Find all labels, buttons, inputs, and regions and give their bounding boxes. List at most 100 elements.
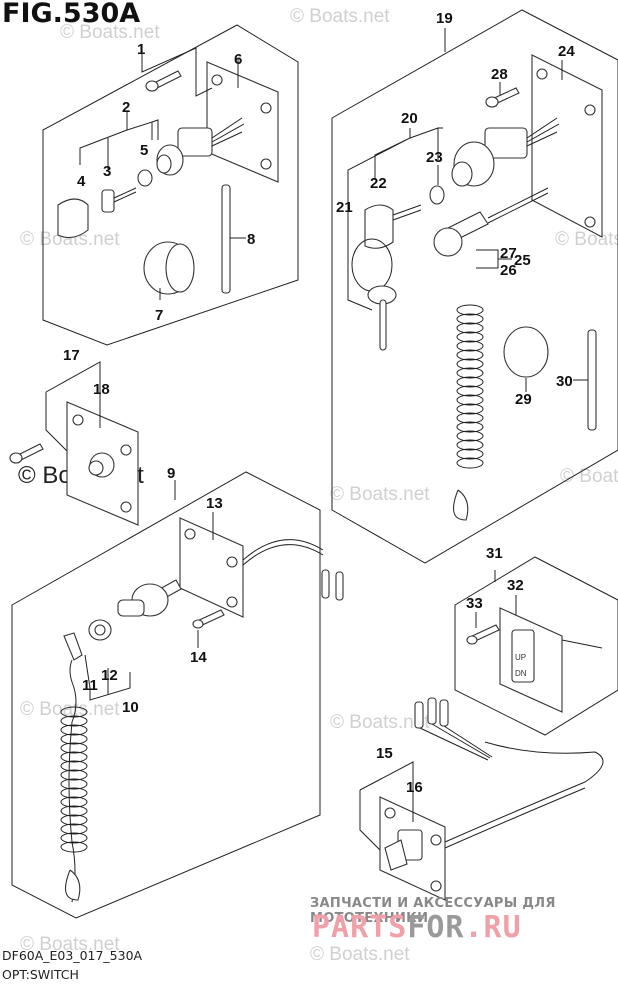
callout-33[interactable]: 33 bbox=[466, 595, 483, 612]
callout-1[interactable]: 1 bbox=[137, 41, 145, 58]
callout-4[interactable]: 4 bbox=[77, 173, 86, 190]
callout-13[interactable]: 13 bbox=[206, 495, 223, 512]
coil-loop bbox=[456, 331, 484, 343]
panel-plate-6 bbox=[206, 61, 279, 183]
coil-loop bbox=[456, 448, 484, 460]
callout-2[interactable]: 2 bbox=[122, 99, 130, 116]
coil-lanyard-10 bbox=[60, 706, 88, 853]
figure-title: FIG.530A bbox=[2, 0, 141, 29]
coil-loop bbox=[456, 349, 484, 361]
callout-25[interactable]: 25 bbox=[514, 252, 531, 269]
callout-20[interactable]: 20 bbox=[401, 110, 418, 127]
key-3 bbox=[101, 189, 115, 213]
coil-loop bbox=[60, 760, 88, 772]
figure-code: DF60A_E03_017_530A bbox=[2, 948, 143, 963]
callout-27[interactable]: 27 bbox=[500, 245, 517, 262]
ad-brand-part3: .RU bbox=[464, 910, 522, 945]
group-19-frame bbox=[331, 9, 618, 564]
callout-14[interactable]: 14 bbox=[190, 649, 207, 666]
group-31-trim-switch: UP DN 31 32 33 bbox=[454, 545, 618, 736]
panel-plate-13 bbox=[179, 517, 244, 618]
coil-loop bbox=[60, 787, 88, 799]
callout-11[interactable]: 11 bbox=[82, 677, 98, 694]
watermark: © Boats.net bbox=[330, 712, 430, 733]
ignition-switch bbox=[177, 127, 213, 157]
group-1-frame bbox=[42, 24, 299, 346]
callout-28[interactable]: 28 bbox=[491, 66, 508, 83]
callout-18[interactable]: 18 bbox=[93, 381, 110, 398]
coil-loop bbox=[456, 412, 484, 424]
watermark: © Boats.net bbox=[20, 699, 120, 720]
ad-brand-part1: PARTS bbox=[312, 910, 408, 945]
coil-loop bbox=[456, 322, 484, 334]
callout-8[interactable]: 8 bbox=[247, 231, 255, 248]
callout-19[interactable]: 19 bbox=[436, 10, 453, 27]
coil-loop bbox=[456, 367, 484, 379]
callout-21[interactable]: 21 bbox=[336, 199, 353, 216]
callout-9[interactable]: 9 bbox=[167, 465, 175, 482]
callout-16[interactable]: 16 bbox=[406, 779, 423, 796]
cable-tie-30 bbox=[587, 329, 597, 431]
callout-23[interactable]: 23 bbox=[426, 149, 443, 166]
lanyard-hook bbox=[64, 869, 81, 901]
coil-loop bbox=[60, 724, 88, 736]
group-9-frame bbox=[11, 471, 321, 919]
clip-11 bbox=[63, 632, 83, 661]
coil-loop bbox=[60, 796, 88, 808]
label-dn: DN bbox=[515, 669, 527, 678]
panel-plate-24 bbox=[531, 54, 603, 238]
coil-loop bbox=[60, 823, 88, 835]
coil-loop bbox=[456, 358, 484, 370]
coil-loop bbox=[456, 430, 484, 442]
callout-17[interactable]: 17 bbox=[63, 347, 80, 364]
coil-loop bbox=[60, 706, 88, 718]
coil-loop bbox=[456, 304, 484, 316]
coil-loop bbox=[456, 403, 484, 415]
coil-loop bbox=[456, 313, 484, 325]
group-1-ignition-kit: 1 2 3 4 5 6 7 8 bbox=[42, 24, 299, 346]
coil-loop bbox=[456, 439, 484, 451]
watermark: © Boats.net bbox=[20, 229, 120, 250]
coil-loop bbox=[60, 733, 88, 745]
coil-loop bbox=[60, 778, 88, 790]
boot-cover-29 bbox=[503, 326, 549, 378]
washer-23 bbox=[429, 185, 445, 205]
coil-loop bbox=[60, 769, 88, 781]
group-31-frame bbox=[454, 556, 618, 736]
callout-22[interactable]: 22 bbox=[370, 175, 387, 192]
coil-loop bbox=[456, 376, 484, 388]
callout-10[interactable]: 10 bbox=[122, 699, 139, 716]
key-22 bbox=[364, 204, 394, 249]
coil-loop bbox=[60, 841, 88, 853]
callout-30[interactable]: 30 bbox=[556, 373, 573, 390]
watermark: © Boats.net bbox=[60, 22, 160, 43]
callout-6[interactable]: 6 bbox=[234, 51, 242, 68]
callout-29[interactable]: 29 bbox=[515, 391, 532, 408]
coil-loop bbox=[456, 394, 484, 406]
coil-loop bbox=[60, 742, 88, 754]
coil-loop bbox=[456, 340, 484, 352]
callout-31[interactable]: 31 bbox=[486, 545, 503, 562]
trim-switch-32 bbox=[511, 629, 535, 683]
coil-loop bbox=[456, 385, 484, 397]
callout-32[interactable]: 32 bbox=[507, 577, 524, 594]
callout-3[interactable]: 3 bbox=[103, 163, 111, 180]
washer-5 bbox=[137, 169, 153, 187]
callout-5[interactable]: 5 bbox=[140, 142, 148, 159]
ad-brand-logo[interactable]: PARTSFOR.RU bbox=[312, 910, 522, 945]
watermark: © Boats.net bbox=[310, 944, 410, 965]
callout-15[interactable]: 15 bbox=[376, 745, 393, 762]
callout-7[interactable]: 7 bbox=[155, 307, 163, 324]
callout-12[interactable]: 12 bbox=[101, 667, 118, 684]
key-cap-4 bbox=[57, 198, 89, 239]
coil-loop bbox=[60, 715, 88, 727]
callout-26[interactable]: 26 bbox=[500, 262, 517, 279]
watermark: © Boats.net bbox=[290, 6, 390, 27]
coil-loop bbox=[60, 832, 88, 844]
watermark: © Boats.net bbox=[20, 934, 120, 955]
coil-loop bbox=[60, 751, 88, 763]
callout-24[interactable]: 24 bbox=[558, 43, 575, 60]
group-15-switch: 15 16 bbox=[359, 697, 604, 901]
ad-brand-part2: FOR bbox=[407, 910, 465, 945]
